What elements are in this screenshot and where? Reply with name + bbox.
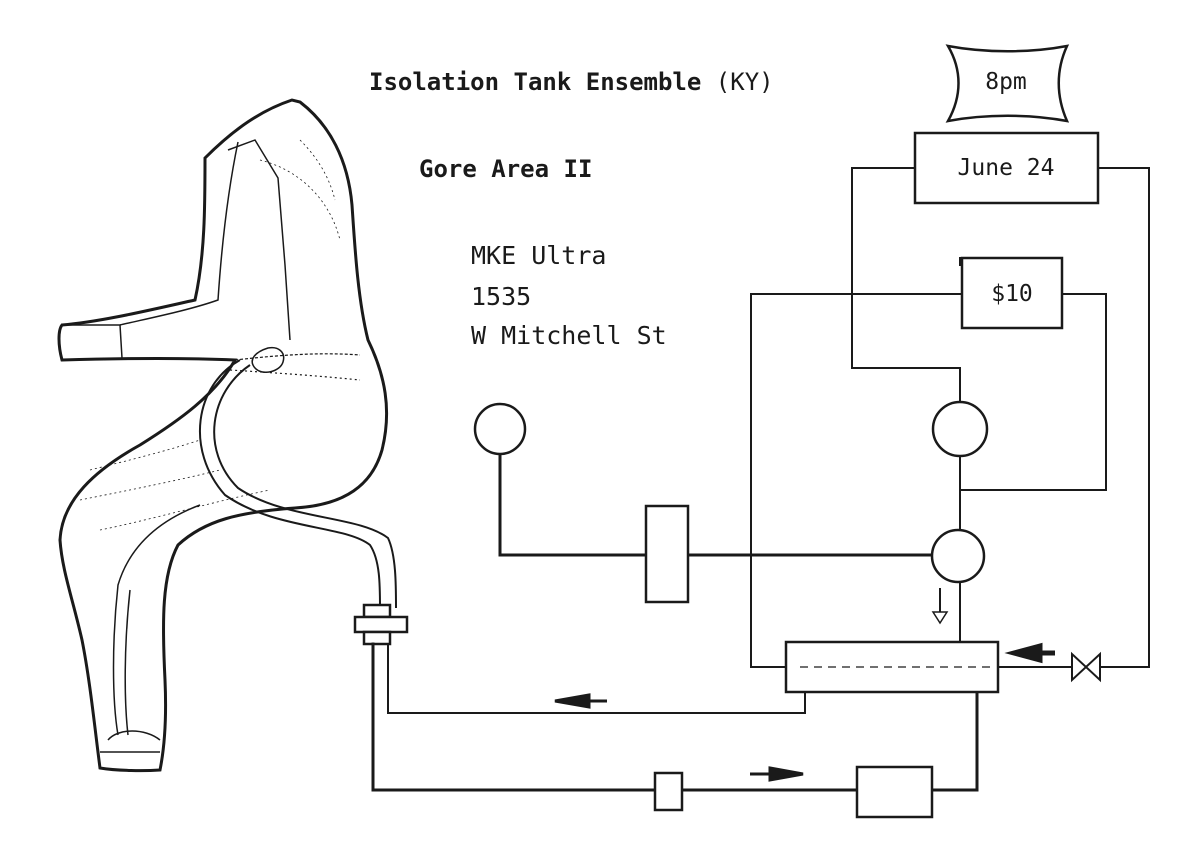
hose-coupling — [353, 603, 409, 646]
arrow-left-bold-icon — [1004, 642, 1055, 664]
small-valve-box — [653, 771, 684, 812]
venue-name: MKE Ultra — [471, 241, 607, 270]
flow-arrows — [554, 588, 1055, 782]
date-box — [913, 131, 1100, 205]
band-origin: (KY) — [715, 68, 774, 96]
wetsuit-illustration — [57, 98, 397, 773]
arrow-left-icon — [554, 693, 607, 709]
filter-block — [644, 504, 690, 604]
show-time: 8pm — [985, 69, 1027, 95]
gauge-upper — [931, 400, 989, 458]
arrow-right-icon — [750, 766, 804, 782]
gauge-left — [473, 402, 527, 456]
time-drum — [945, 44, 1070, 123]
ticket-price: $10 — [991, 281, 1033, 307]
show-date: June 24 — [957, 155, 1055, 181]
pump-box — [855, 765, 934, 819]
gauge-lower — [930, 528, 986, 584]
price-box — [960, 256, 1064, 330]
venue-street-number: 1535 — [471, 282, 532, 311]
pipes — [371, 167, 1150, 792]
venue-street: W Mitchell St — [471, 321, 667, 350]
butterfly-valve — [1071, 651, 1101, 683]
band-title: Isolation Tank Ensemble — [369, 68, 702, 96]
band-name: Isolation Tank Ensemble (KY) — [369, 70, 774, 94]
components — [473, 44, 1101, 819]
support-act: Gore Area II — [419, 155, 593, 183]
